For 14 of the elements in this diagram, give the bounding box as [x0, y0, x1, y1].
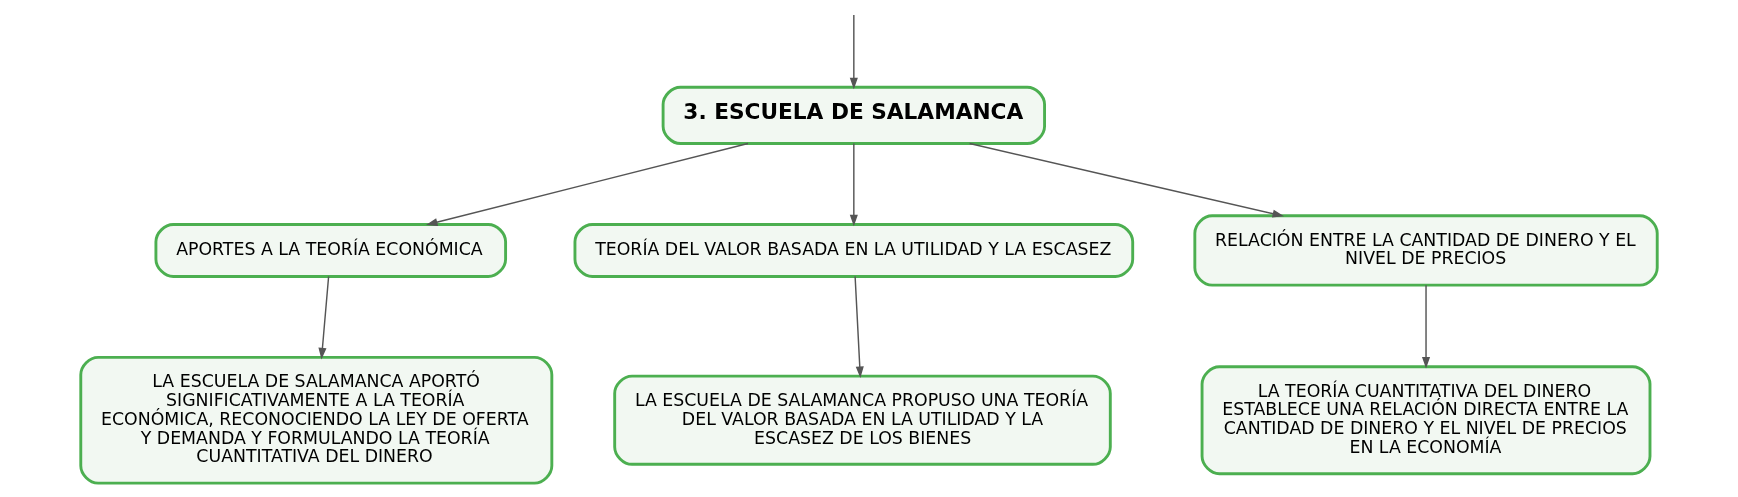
arrow [968, 142, 1285, 218]
arrow [854, 275, 864, 379]
arrow [849, 14, 858, 90]
node-box: LA ESCUELA DE SALAMANCA PROPUSO UNA TEORÍA DEL VALOR BASADA EN LA UTILIDAD Y LA ESCASEZ DE LOS BIENES [613, 374, 1112, 466]
node-box: LA ESCUELA DE SALAMANCA APORTÓ SIGNIFICATIVAMENTE A LA TEORÍA ECONÓMICA, RECONOCIENDO LA LEY DE OFERTA Y DEMANDA Y FORMULANDO LA TEORÍA CUANTITATIVA DEL DINERO [79, 355, 554, 485]
arrow [849, 142, 858, 227]
arrow [1421, 284, 1431, 369]
node-box: LA TEORÍA CUANTITATIVA DEL DINERO ESTABLECE UNA RELACIÓN DIRECTA ENTRE LA CANTIDAD DE DINERO Y EL NIVEL DE PRECIOS EN LA ECONOMÍA [1200, 365, 1652, 476]
arrow [425, 142, 749, 227]
arrow [318, 275, 330, 360]
node-box: 3. ESCUELA DE SALAMANCA [661, 85, 1046, 145]
node-box: APORTES A LA TEORÍA ECONÓMICA [154, 223, 508, 278]
node-box: RELACIÓN ENTRE LA CANTIDAD DE DINERO Y EL NIVEL DE PRECIOS [1193, 214, 1659, 287]
node-box: TEORÍA DEL VALOR BASADA EN LA UTILIDAD Y LA ESCASEZ [573, 223, 1135, 278]
